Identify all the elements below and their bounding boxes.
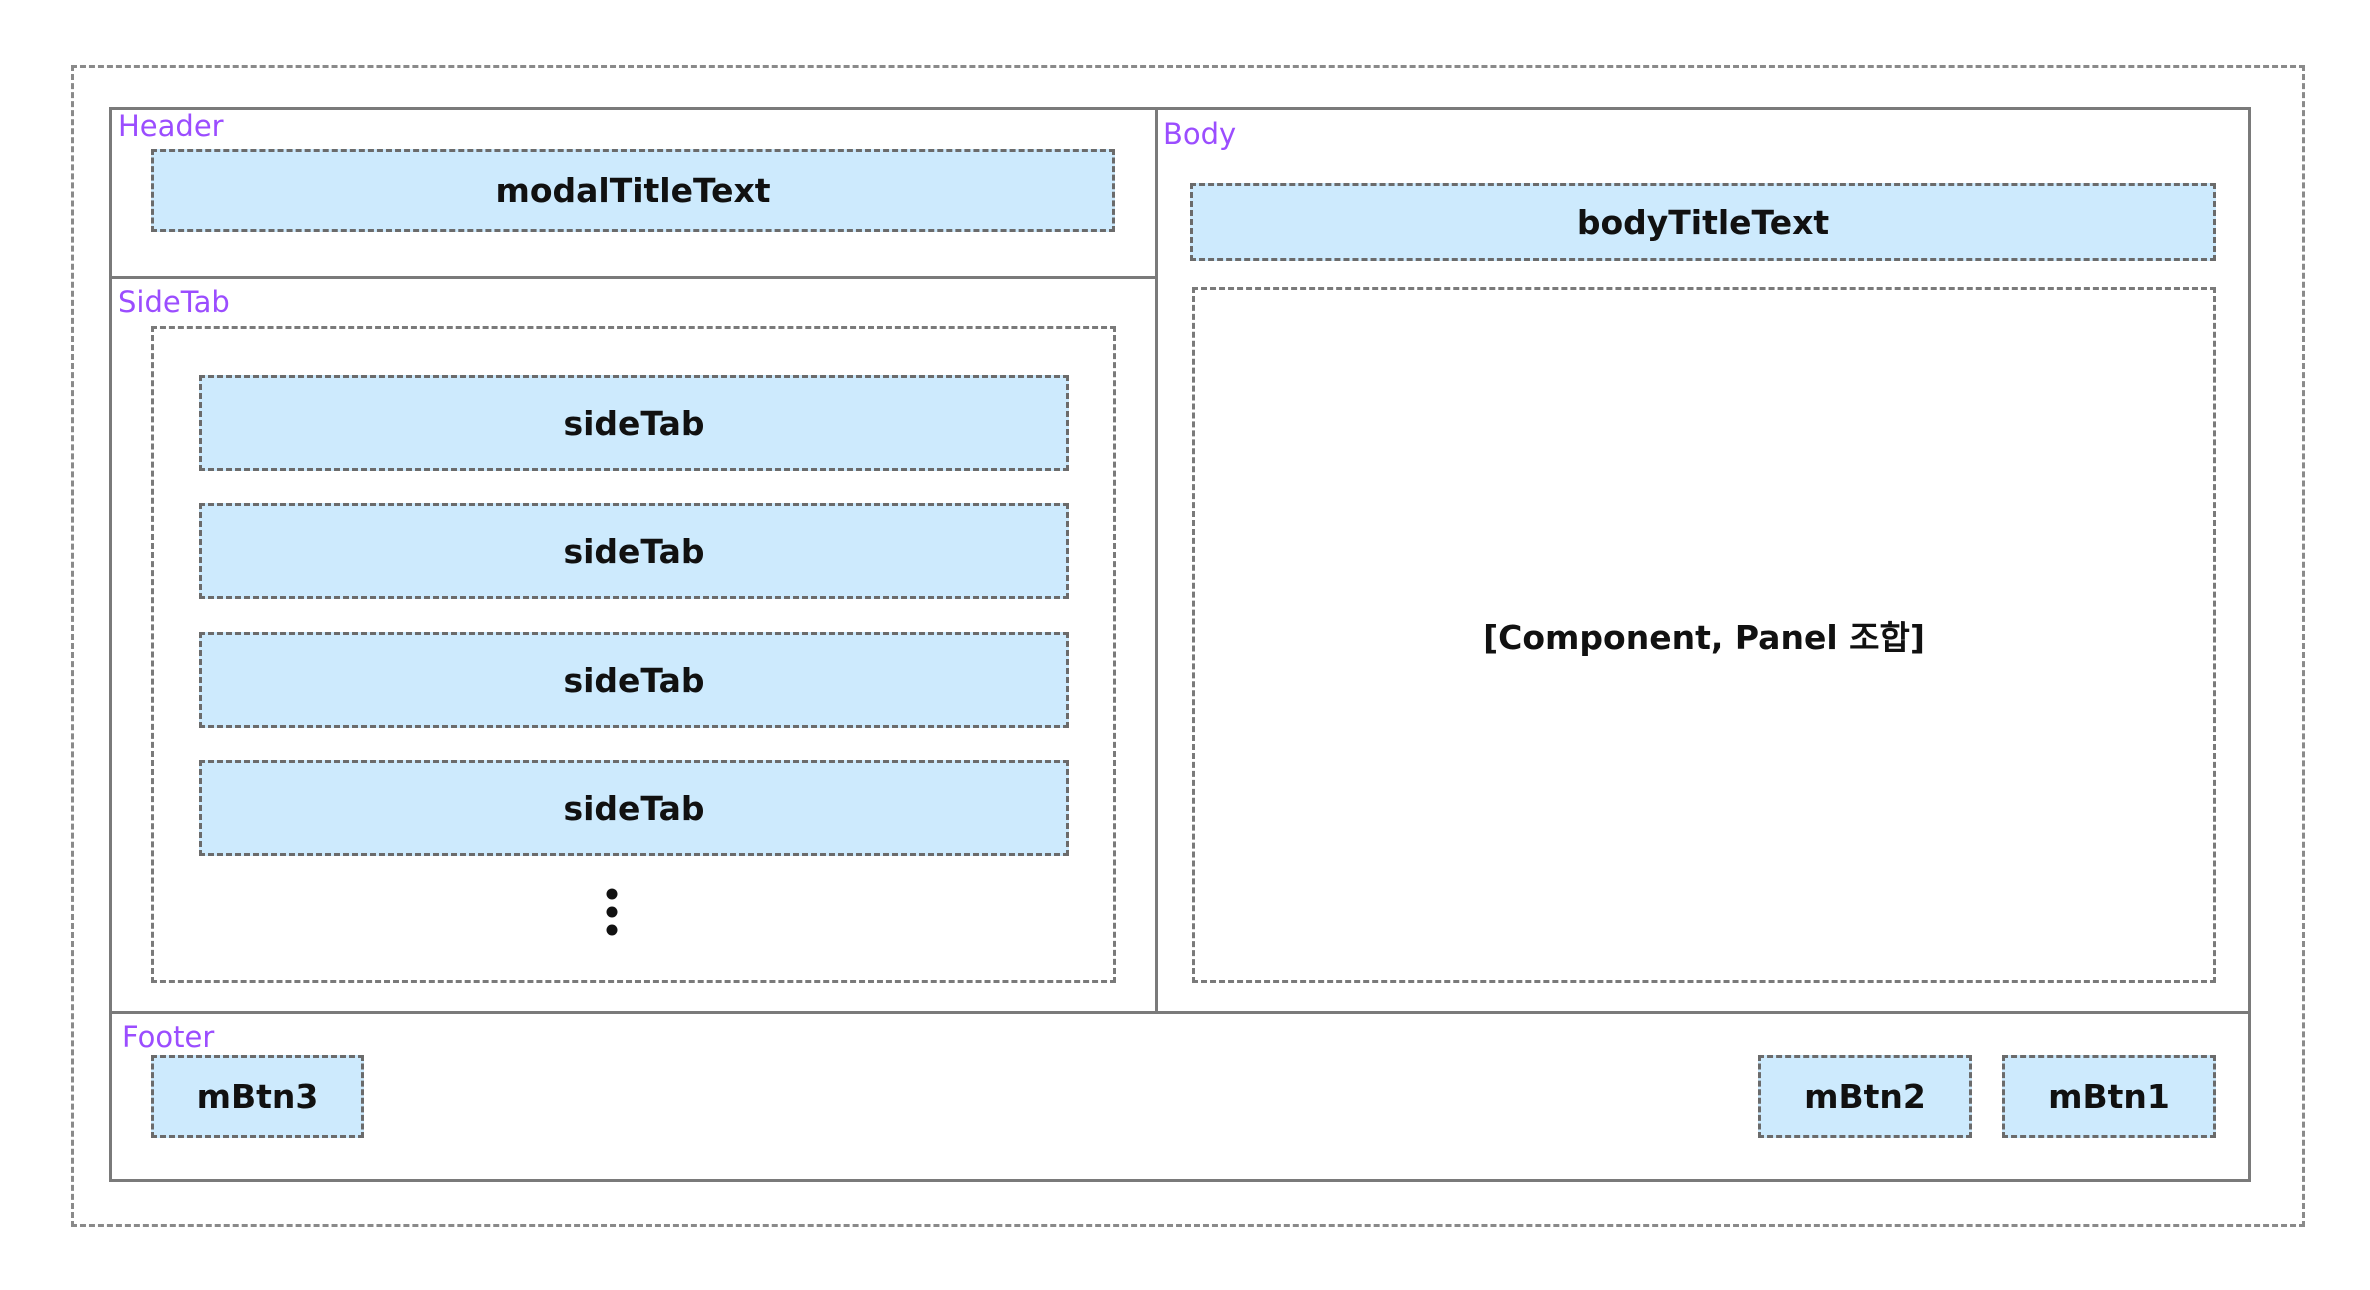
footer-divider	[109, 1011, 2251, 1014]
side-tab-label: sideTab	[563, 660, 705, 700]
body-content-text: [Component, Panel 조합]	[1483, 618, 1925, 657]
body-title-text-box: bodyTitleText	[1190, 183, 2216, 261]
modal-title-text: modalTitleText	[495, 171, 771, 210]
mbtn1-label: mBtn1	[2048, 1077, 2170, 1116]
vertical-ellipsis-icon	[606, 888, 618, 936]
side-tab-1[interactable]: sideTab	[199, 375, 1069, 471]
mbtn1-button[interactable]: mBtn1	[2002, 1055, 2216, 1138]
modal-frame	[109, 107, 2251, 1182]
mbtn3-label: mBtn3	[196, 1077, 319, 1116]
side-tab-label: sideTab	[563, 403, 705, 443]
footer-label: Footer	[122, 1020, 215, 1054]
side-tab-2[interactable]: sideTab	[199, 503, 1069, 599]
mbtn2-label: mBtn2	[1804, 1077, 1926, 1116]
modal-outer-boundary	[71, 65, 2305, 1227]
side-tab-3[interactable]: sideTab	[199, 632, 1069, 728]
body-title-text: bodyTitleText	[1576, 202, 1830, 242]
sidetab-label: SideTab	[118, 285, 230, 319]
side-tab-label: sideTab	[563, 531, 705, 571]
sidetab-container	[151, 326, 1116, 983]
body-content-area: [Component, Panel 조합]	[1192, 287, 2216, 983]
mbtn3-button[interactable]: mBtn3	[151, 1055, 364, 1138]
modal-title-text-box: modalTitleText	[151, 149, 1115, 232]
header-label: Header	[118, 109, 224, 143]
side-tab-4[interactable]: sideTab	[199, 760, 1069, 856]
mbtn2-button[interactable]: mBtn2	[1758, 1055, 1972, 1138]
header-divider	[109, 276, 1157, 279]
side-tab-label: sideTab	[563, 788, 705, 828]
body-label: Body	[1163, 117, 1237, 151]
vertical-divider	[1155, 107, 1158, 1013]
